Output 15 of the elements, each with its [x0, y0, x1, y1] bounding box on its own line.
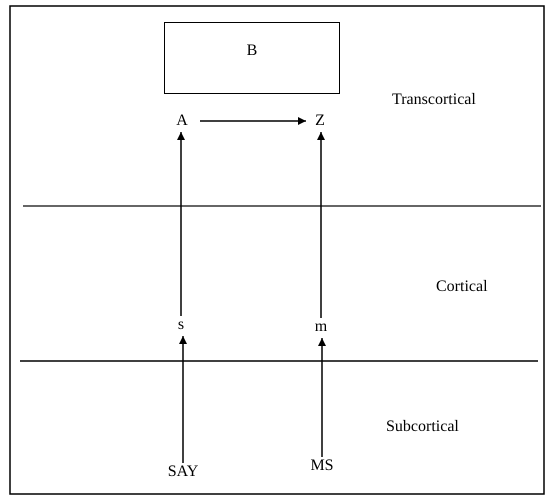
node-label: MS: [302, 457, 342, 475]
node-label: s: [172, 316, 190, 334]
node-label: m: [310, 318, 332, 336]
region-label: Subcortical: [386, 419, 459, 435]
node-label: Z: [310, 112, 330, 130]
process-box: B: [164, 22, 340, 94]
region-label: Transcortical: [392, 92, 476, 108]
arrow: [200, 117, 306, 125]
arrow: [177, 132, 185, 316]
arrow: [179, 336, 187, 463]
region-label: Cortical: [436, 279, 488, 295]
node-label: SAY: [160, 463, 206, 481]
arrow: [318, 338, 326, 457]
arrow: [317, 132, 325, 318]
node-label: A: [172, 112, 192, 130]
